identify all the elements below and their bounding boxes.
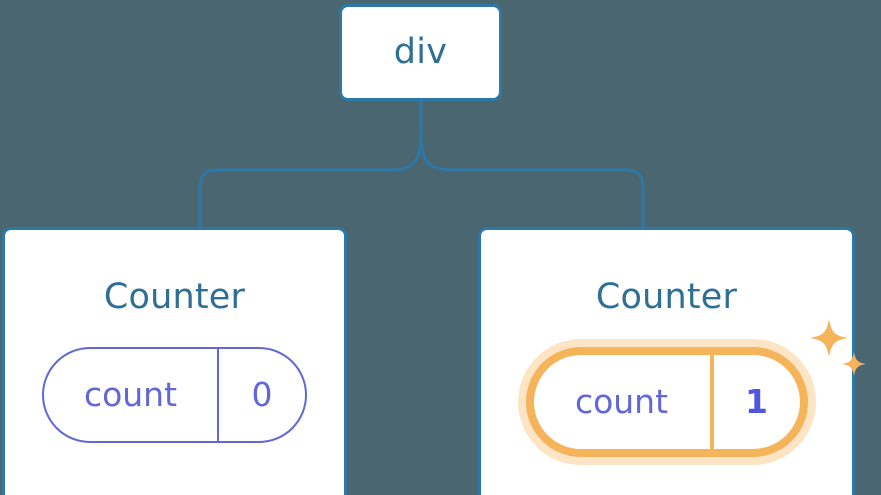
state-value-label: 1: [745, 381, 768, 421]
counter-left-state-wrap: count 0: [42, 347, 307, 443]
sparkle-small-icon: [841, 352, 866, 376]
sparkle-large-icon: [809, 319, 848, 357]
node-counter-right[interactable]: Counter count 1: [478, 227, 866, 495]
state-key-label: count: [574, 381, 669, 421]
connector-branch-left: [198, 131, 423, 229]
counter-right-state-wrap: count 1: [525, 319, 866, 457]
node-counter-left[interactable]: Counter count 0: [2, 227, 347, 495]
counter-left-title: Counter: [103, 277, 246, 317]
state-badge-count-left[interactable]: count 0: [42, 347, 307, 443]
counter-right-title: Counter: [595, 277, 738, 317]
state-value-label: 0: [251, 374, 273, 414]
node-div[interactable]: div: [339, 4, 502, 101]
node-div-label: div: [393, 32, 448, 72]
state-key-label: count: [83, 374, 178, 414]
connector-branch-right: [419, 131, 645, 229]
state-badge-count-right[interactable]: count 1: [525, 347, 808, 457]
state-divider: [217, 349, 219, 441]
state-divider: [709, 355, 714, 449]
sparkle-decoration-group: [809, 319, 866, 376]
